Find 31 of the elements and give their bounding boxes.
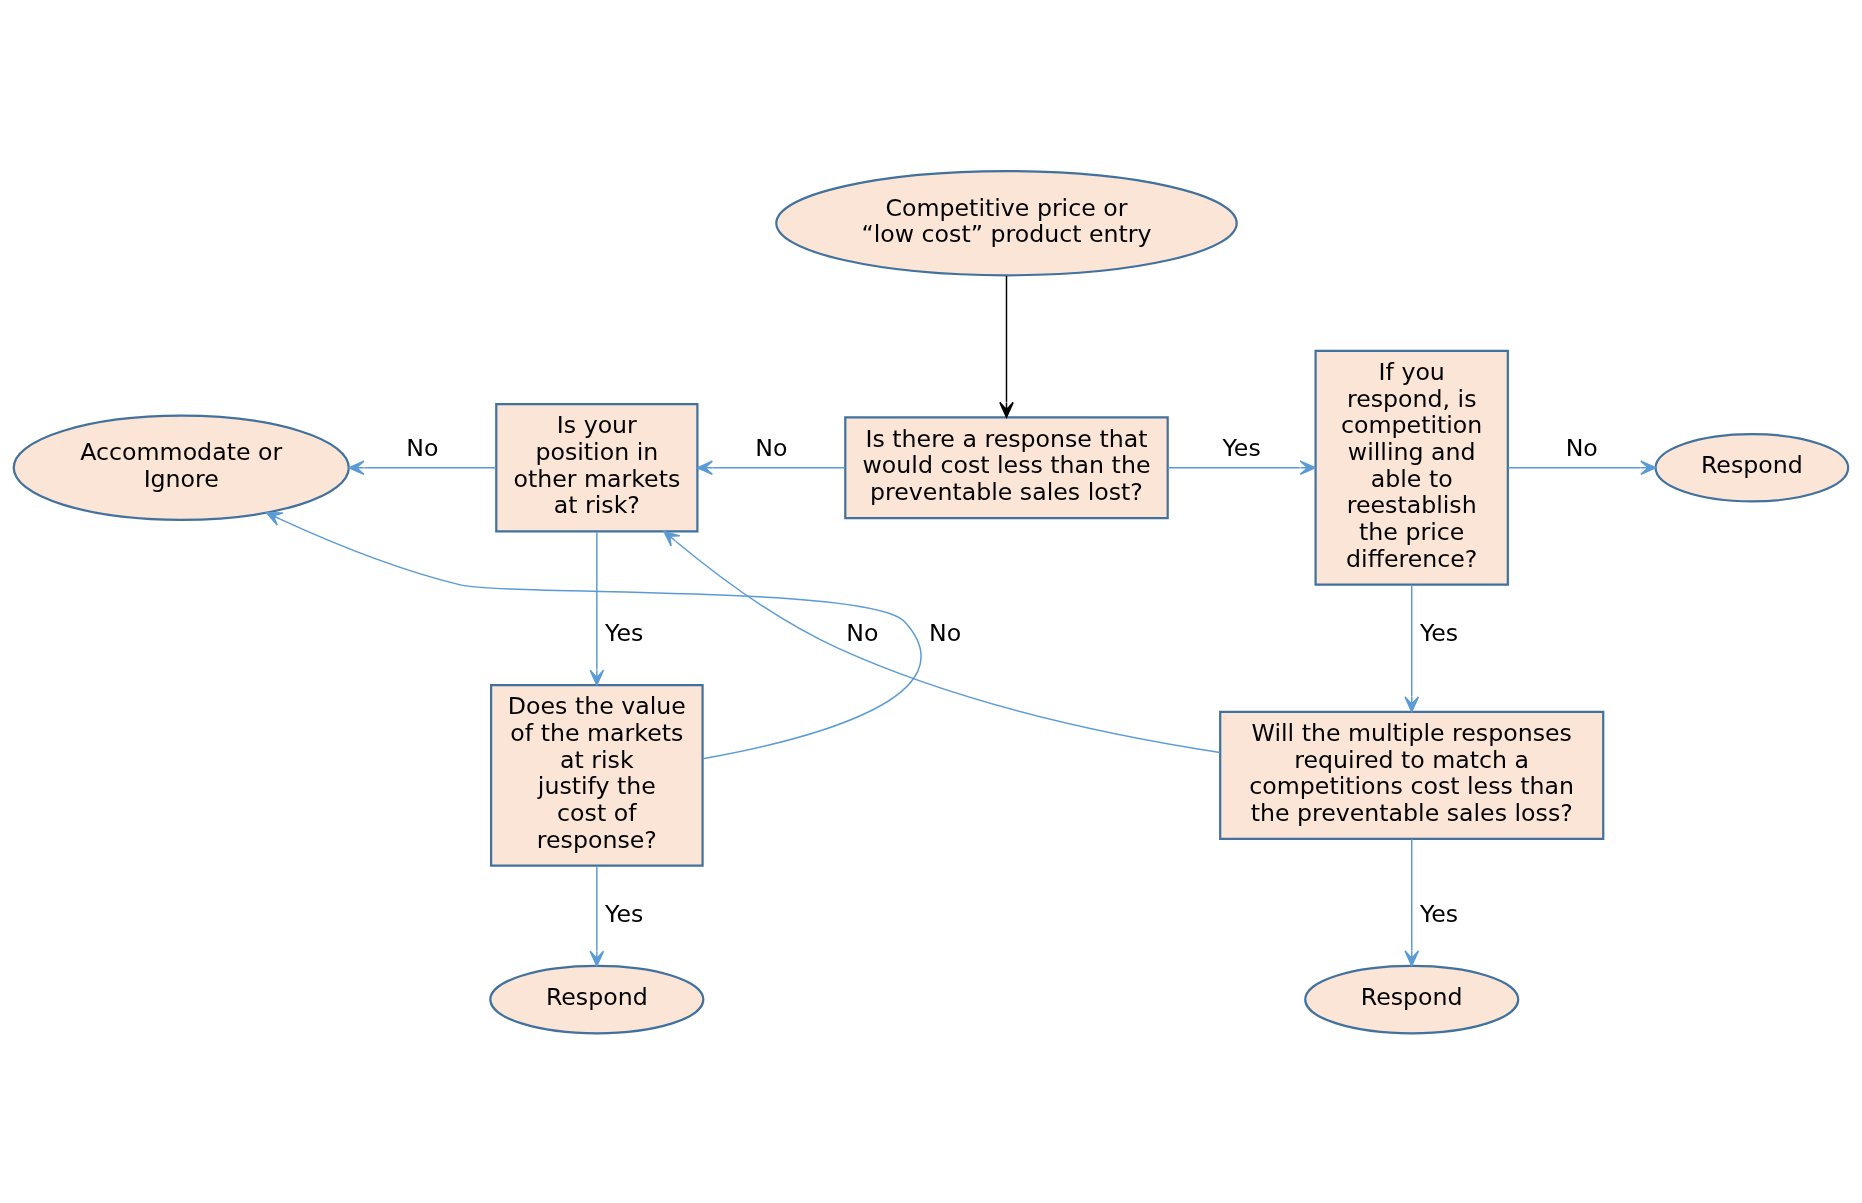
edge-label: No xyxy=(846,618,879,646)
node-ellipse: Respond xyxy=(489,964,705,1034)
edge-label: Yes xyxy=(605,618,644,646)
edge-label: No xyxy=(755,433,788,462)
node-box: Is there a response that would cost less than the preventable sales lost? xyxy=(844,415,1169,519)
arrow xyxy=(696,459,846,475)
edge-label: Yes xyxy=(1419,618,1459,646)
arrow xyxy=(1167,459,1316,475)
arrow xyxy=(589,530,605,686)
arrow xyxy=(999,274,1014,418)
node-box: Is your position in other markets at risk? xyxy=(495,402,699,532)
node-ellipse: Respond xyxy=(1654,432,1850,503)
arrow xyxy=(348,459,497,475)
edge-label: Yes xyxy=(1222,433,1261,462)
node-ellipse: Accommodate or Ignore xyxy=(12,414,350,521)
node-box: Does the value of the markets at risk justify the cost of response? xyxy=(489,683,704,867)
node-box: If you respond, is competition willing and able to reestablish the price difference? xyxy=(1314,349,1509,586)
arrow xyxy=(1404,583,1420,712)
node-box: Will the multiple responses required to match a competitions cost less than the preventable sales loss? xyxy=(1219,710,1605,840)
arrow xyxy=(265,511,922,759)
arrow xyxy=(589,865,605,967)
edge-label: No xyxy=(929,618,962,646)
edge-label: No xyxy=(1565,433,1598,462)
arrow xyxy=(1507,459,1657,475)
node-ellipse: Competitive price or “low cost” product entry xyxy=(775,169,1238,276)
edge-label: No xyxy=(406,433,439,462)
arrow xyxy=(663,530,1221,753)
arrow xyxy=(1404,837,1420,966)
node-ellipse: Respond xyxy=(1304,964,1520,1034)
edge-label: Yes xyxy=(1419,899,1459,927)
edge-label: Yes xyxy=(605,899,644,927)
